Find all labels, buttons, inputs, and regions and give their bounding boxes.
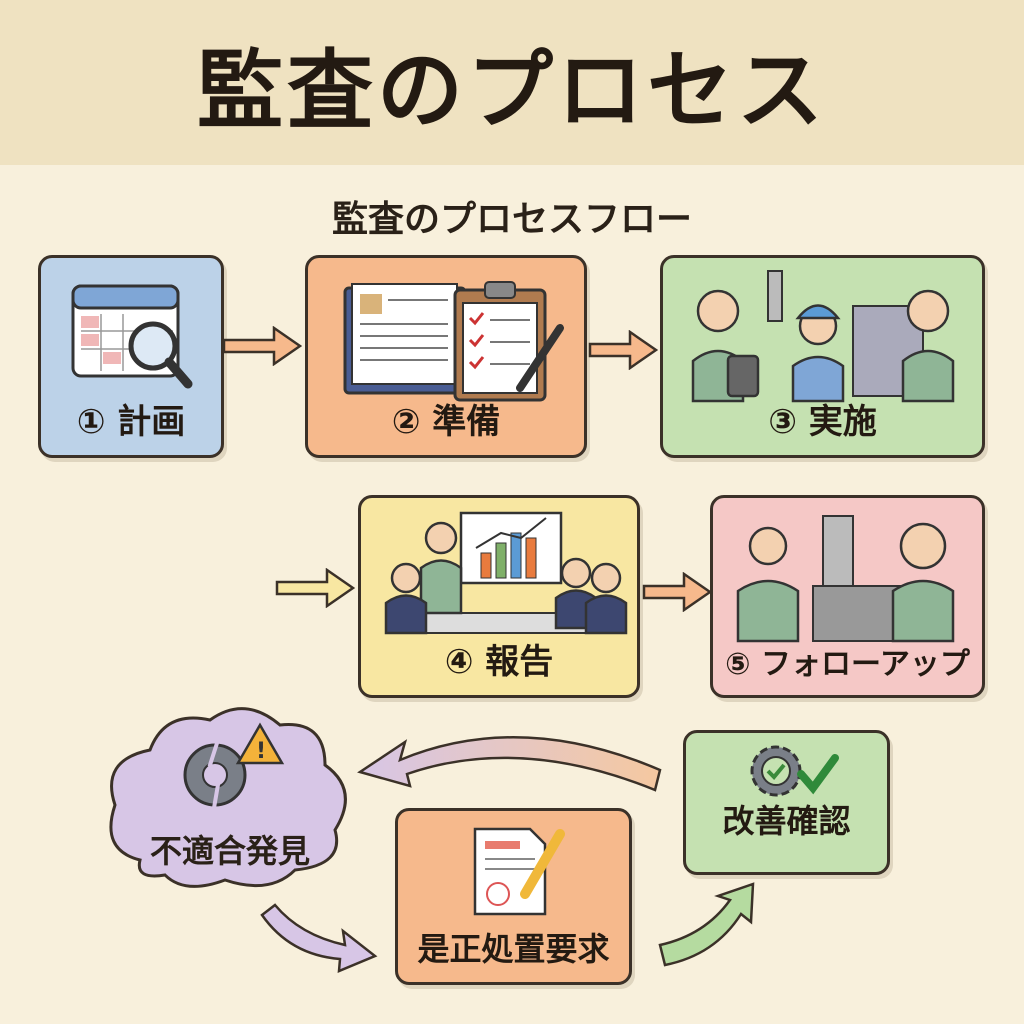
arrow-right-icon [275,568,355,608]
step-label: ① 計画 [76,402,186,442]
follow-up-illustration [736,515,955,643]
step-plan: ① 計画 [38,255,224,458]
meeting-presentation-illustration [384,511,628,635]
auditors-workers-illustration [691,270,955,403]
cycle-label-nonconformity: 不適合発見 [149,832,310,870]
document-pencil-icon [473,827,565,916]
document-clipboard-icon [343,281,564,402]
cycle-label-corrective: 是正処置要求 [417,930,610,968]
corrective-action-box: 是正処置要求 [395,808,632,985]
warning-icon: ! [235,722,285,765]
step-label: ③ 実施 [768,402,877,442]
curved-arrow-to-corrective [260,903,378,973]
header-band: 監査のプロセス [0,0,1024,165]
arrow-right-icon [222,326,302,366]
page-title: 監査のプロセス [197,41,827,141]
step-execute: ③ 実施 [660,255,985,458]
calendar-magnifier-icon [71,284,193,389]
arrow-right-icon [642,572,712,612]
step-label: ② 準備 [391,402,501,442]
svg-text:!: ! [256,739,266,764]
step-prepare: ② 準備 [305,255,587,458]
broken-gear-icon [183,739,247,809]
step-report: ④ 報告 [358,495,640,698]
nonconformity-cloud: ! [109,707,347,888]
curved-arrow-to-nonconformity [357,736,662,792]
curved-arrow-to-improvement [658,882,755,967]
step-label: ⑤ フォローアップ [725,647,970,682]
step-follow-up: ⑤ フォローアップ [710,495,985,698]
arrow-right-icon [588,330,658,370]
subtitle: 監査のプロセスフロー [331,199,692,240]
gear-check-icon [750,745,839,797]
improvement-check-box: 改善確認 [683,730,890,875]
cycle-label-improvement: 改善確認 [722,802,851,840]
step-label: ④ 報告 [444,642,554,682]
